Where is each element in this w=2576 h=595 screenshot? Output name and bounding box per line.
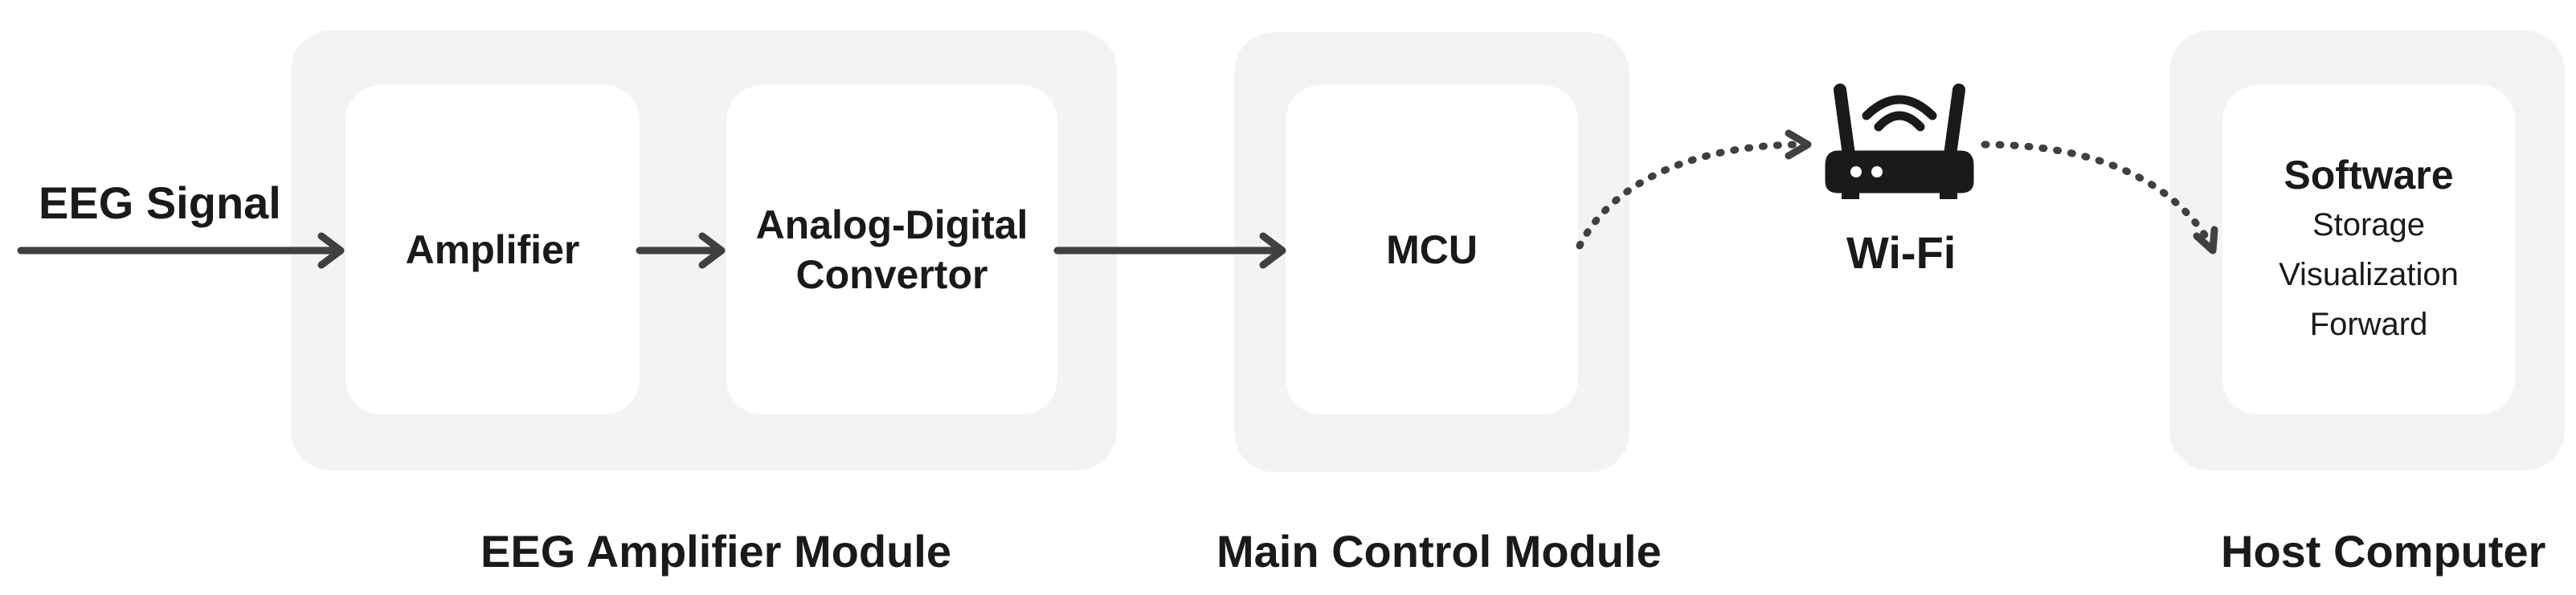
adc-label-line1: Analog-Digital: [755, 202, 1028, 247]
wifi-router-icon: [1825, 84, 1974, 199]
mcu-block: MCU: [1286, 85, 1578, 414]
software-title: Software: [2284, 153, 2454, 198]
wifi-label: Wi-Fi: [1846, 227, 1957, 278]
adc-to-mcu-arrow: [1053, 232, 1286, 269]
main-control-module-caption: Main Control Module: [1216, 526, 1662, 577]
host-computer-caption: Host Computer: [2221, 526, 2546, 577]
software-block: Software Storage Visualization Forward: [2222, 85, 2515, 414]
wifi-to-host-dotted-arrow: [1981, 141, 2218, 255]
amplifier-block: Amplifier: [346, 85, 640, 414]
mcu-to-wifi-dotted-arrow: [1576, 129, 1812, 250]
amplifier-to-adc-arrow: [636, 232, 726, 269]
software-function-forward: Forward: [2309, 307, 2428, 342]
input-arrow: [17, 232, 345, 269]
eeg-amplifier-module-caption: EEG Amplifier Module: [480, 526, 951, 577]
eeg-signal-label: EEG Signal: [39, 177, 281, 228]
software-function-visualization: Visualization: [2279, 257, 2459, 292]
software-function-storage: Storage: [2312, 207, 2426, 242]
mcu-label: MCU: [1386, 227, 1478, 272]
adc-block: Analog-Digital Convertor: [726, 85, 1057, 414]
amplifier-label: Amplifier: [405, 227, 580, 272]
adc-label-line2: Convertor: [795, 252, 988, 297]
